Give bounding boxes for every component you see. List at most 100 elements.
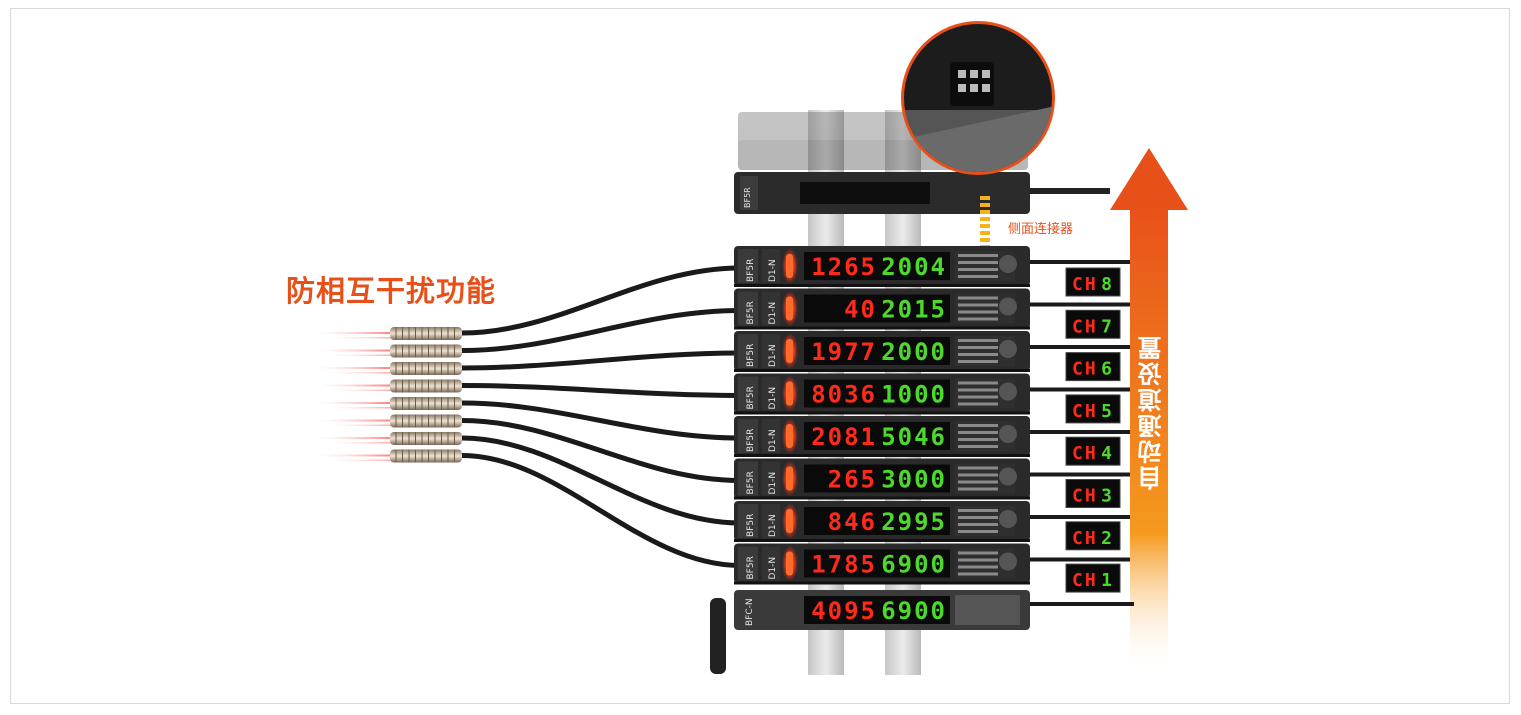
module-tag: BF5R (746, 429, 756, 452)
fiber-sensor-heads (390, 327, 462, 463)
output-cable (1030, 302, 1130, 307)
adjust-button (999, 425, 1017, 443)
output-cable (1030, 515, 1130, 519)
laser-beam (318, 402, 398, 404)
adjust-button (999, 467, 1017, 486)
channel-letters: CH (1072, 316, 1098, 337)
fiber-sensor-head (390, 362, 462, 375)
output-cable (1030, 387, 1130, 392)
channel-letters: CH (1072, 401, 1098, 422)
fiber-sensor-head (390, 432, 462, 445)
adjust-button (999, 340, 1017, 358)
module-tag: BF5R (746, 344, 756, 367)
display-panel (804, 422, 950, 450)
fiber-cable (461, 308, 741, 353)
laser-beam (330, 372, 400, 374)
channel-number: 4 (1101, 443, 1114, 464)
module-tag: BF5R (746, 556, 756, 579)
laser-beam (330, 424, 400, 426)
module-tag: BF5R (746, 301, 756, 324)
laser-beam (318, 367, 398, 369)
red-display-value: 1785 (811, 551, 877, 579)
red-display-value: 1977 (811, 338, 877, 366)
end-green-display-value: 6900 (881, 597, 947, 625)
fiber-cable (461, 435, 741, 526)
channel-setting-label: 自动通道设置 (1138, 334, 1166, 490)
green-display-value: 2015 (881, 296, 947, 324)
output-cable (1030, 472, 1130, 477)
laser-beam (318, 332, 398, 334)
laser-beam (330, 407, 400, 409)
display-panel (804, 294, 950, 323)
fiber-sensor-head (390, 449, 462, 463)
module-tag: BF5R (746, 514, 756, 537)
channel-arrow (1110, 148, 1188, 675)
channel-letters: CH (1072, 359, 1098, 380)
channel-number: 7 (1101, 316, 1114, 337)
channel-number: 5 (1101, 401, 1114, 422)
status-led (786, 339, 793, 363)
display-panel (804, 379, 950, 408)
top-module-tag: BF5R (743, 187, 752, 208)
green-display-value: 2004 (881, 253, 947, 281)
display-panel (804, 507, 950, 535)
fiber-sensor-head (390, 379, 462, 393)
green-display-value: 1000 (881, 381, 947, 409)
green-display-value: 6900 (881, 551, 947, 579)
module-tag: BF5R (746, 471, 756, 494)
red-display-value: 265 (828, 466, 877, 494)
module-model: D1-N (768, 472, 778, 495)
laser-beams (318, 332, 400, 461)
adjust-button (999, 510, 1017, 528)
module-tag: BF5R (746, 386, 756, 409)
module-model: D1-N (768, 429, 778, 452)
end-red-display-value: 4095 (811, 597, 877, 625)
laser-beam (318, 349, 398, 352)
adjust-button (999, 552, 1017, 571)
status-led (786, 381, 793, 406)
red-display-value: 8036 (811, 381, 877, 409)
module-model: D1-N (768, 302, 778, 325)
laser-beam (318, 454, 398, 457)
fiber-sensor-head (390, 397, 462, 410)
adjust-button (999, 255, 1017, 273)
adjust-button (999, 382, 1017, 401)
display-panel (804, 252, 950, 280)
end-module-tag: BFC-N (745, 598, 755, 626)
channel-number: 3 (1101, 486, 1114, 507)
laser-beam (330, 459, 400, 461)
fiber-cable (461, 350, 741, 371)
laser-beam (318, 384, 398, 387)
channel-number: 6 (1101, 359, 1114, 380)
fiber-sensor-head (390, 327, 462, 340)
red-display-value: 846 (828, 508, 877, 536)
headline: 防相互干扰功能 (286, 274, 497, 308)
laser-beam (330, 354, 400, 356)
channel-letters: CH (1072, 486, 1098, 507)
module-model: D1-N (768, 344, 778, 367)
channel-letters: CH (1072, 570, 1098, 591)
laser-beam (318, 419, 398, 422)
status-led (786, 254, 793, 278)
red-display-value: 1265 (811, 253, 877, 281)
green-display-value: 3000 (881, 466, 947, 494)
status-led (786, 424, 793, 448)
module-tag: BF5R (746, 259, 756, 282)
green-display-value: 2000 (881, 338, 947, 366)
connector-label: 侧面连接器 (1008, 222, 1074, 237)
status-led (786, 296, 793, 321)
red-display-value: 40 (844, 296, 877, 324)
